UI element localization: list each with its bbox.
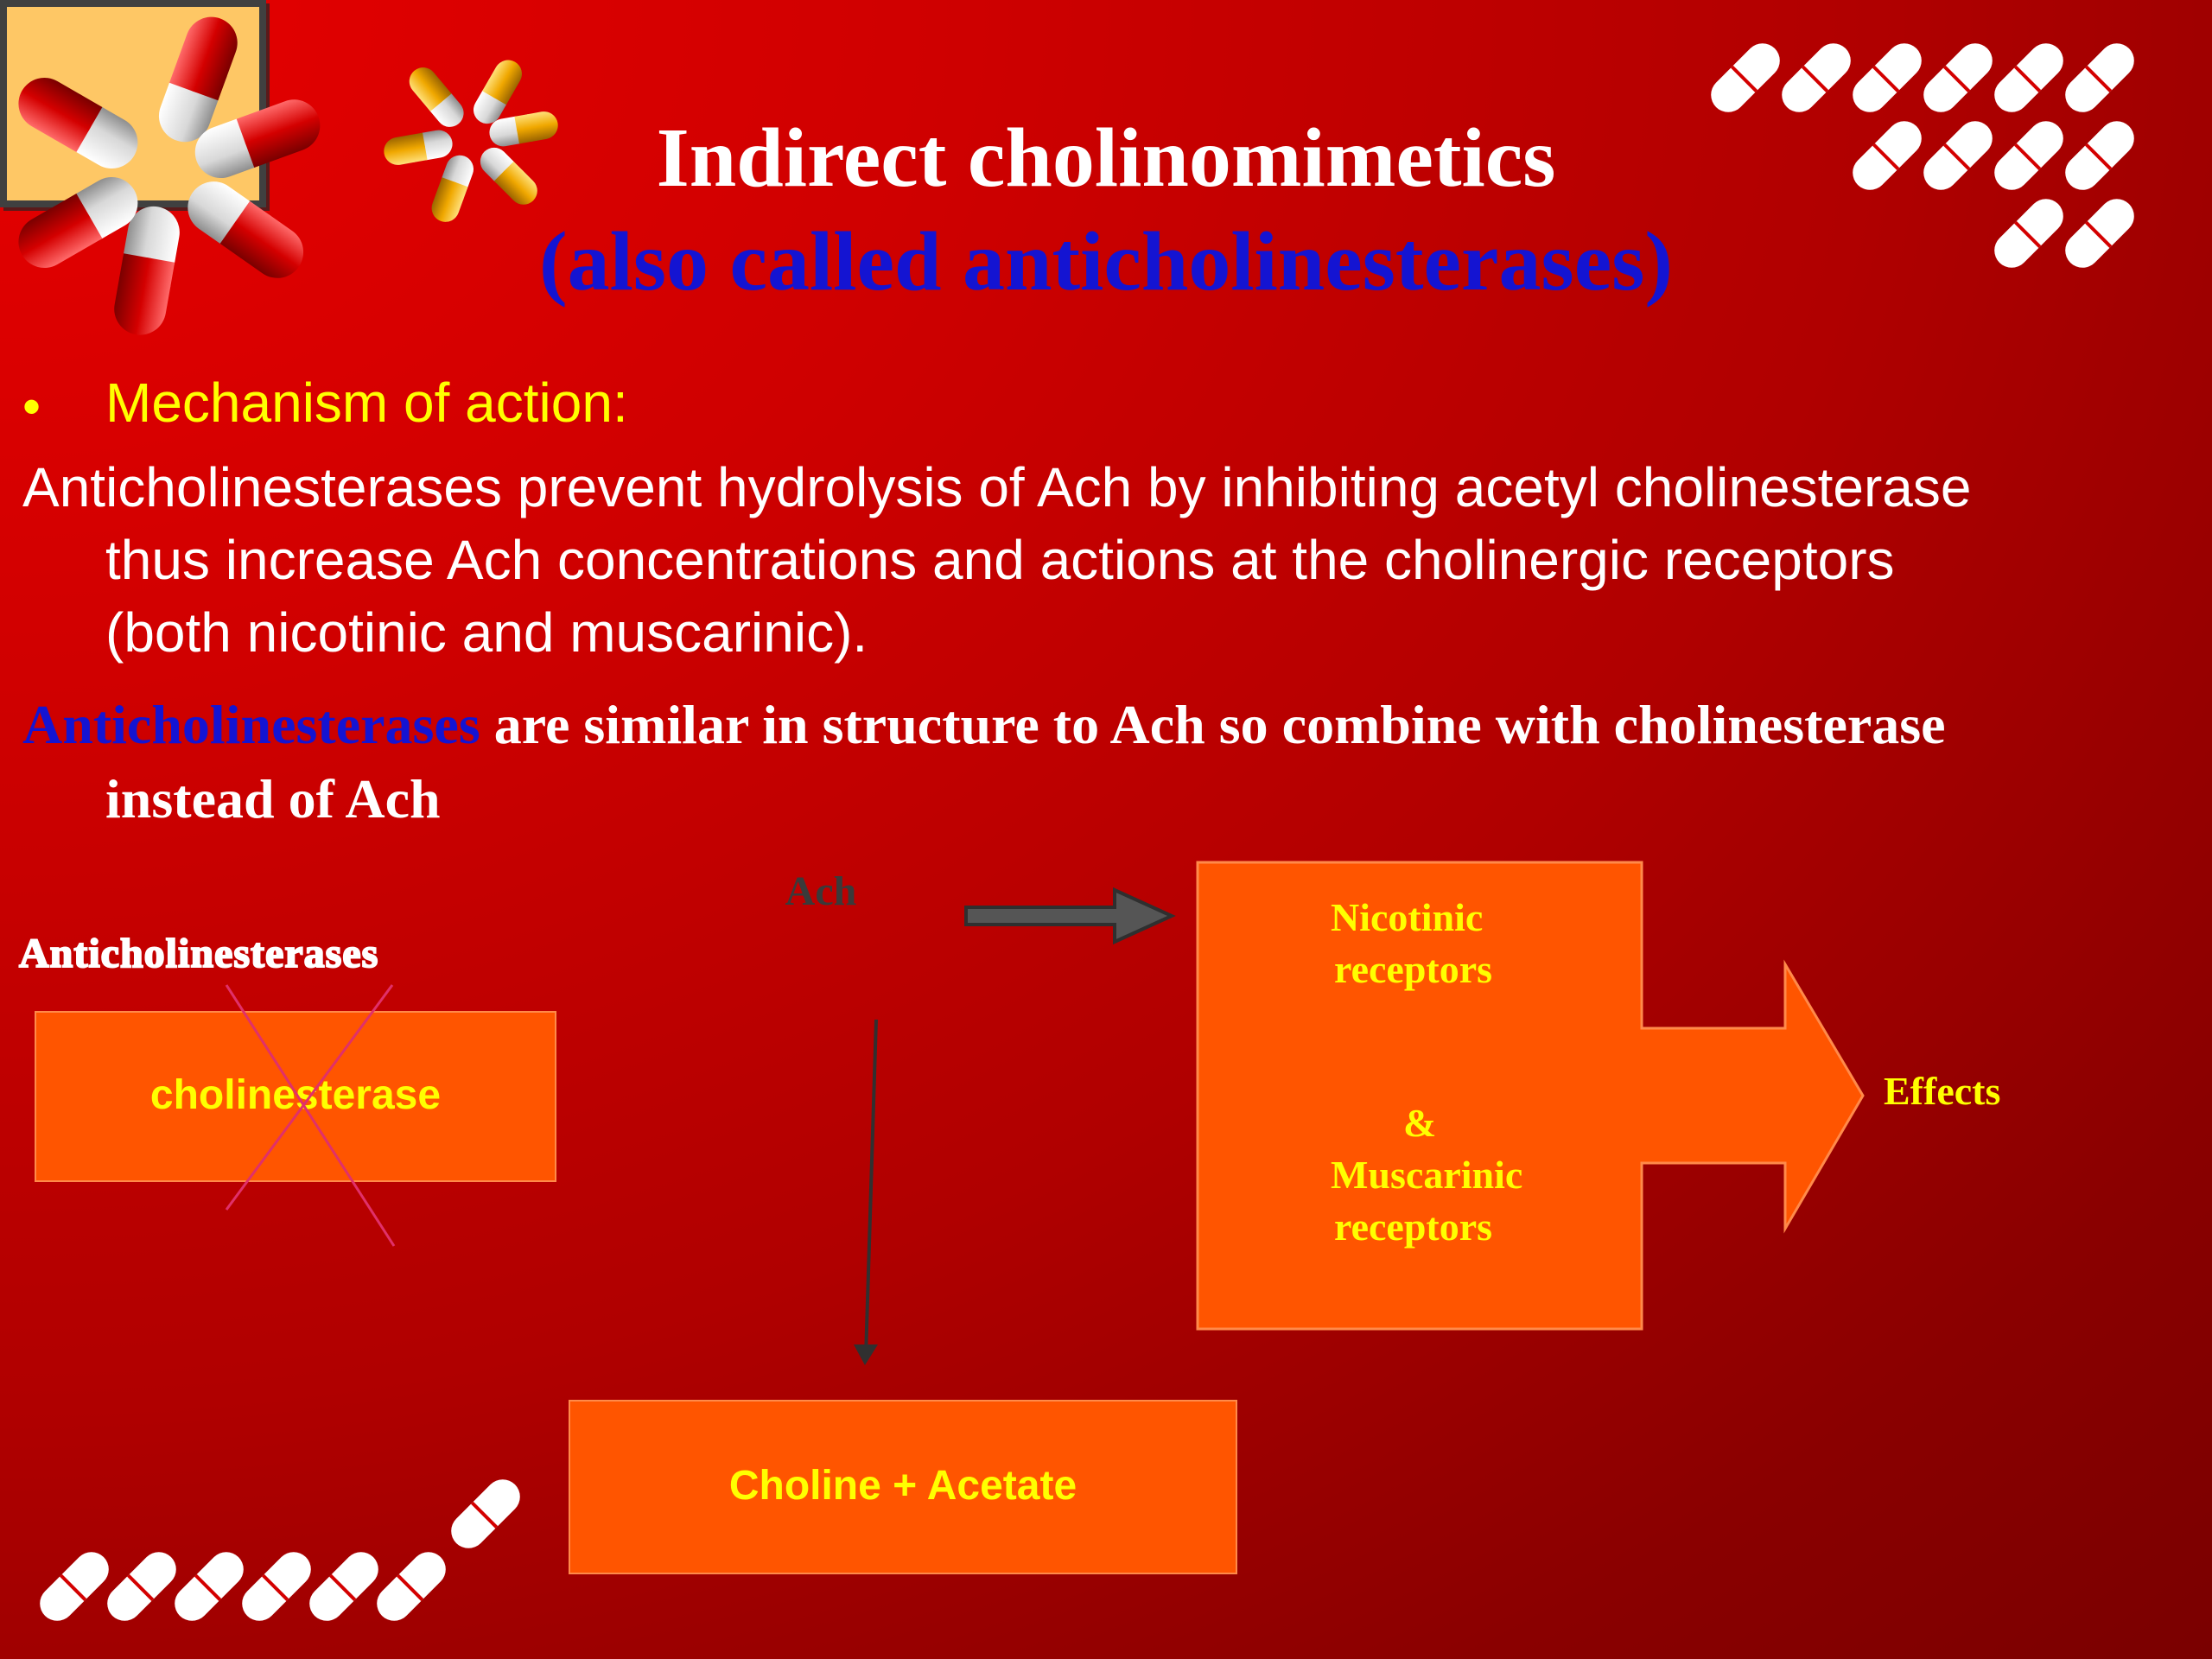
structure-line-1-rest: are similar in structure to Ach so combi… (480, 694, 1946, 755)
mechanism-paragraph: Anticholinesterases prevent hydrolysis o… (22, 451, 2183, 669)
structure-line-1: Anticholinesterases are similar in struc… (22, 688, 2183, 762)
ach-to-receptors-arrow (964, 887, 1176, 945)
effects-label: Effects (1884, 1069, 2001, 1113)
receptor-label-muscarinic: Muscarinic (1331, 1153, 1523, 1197)
ach-to-choline-line (864, 1019, 878, 1357)
mechanism-line-1: Anticholinesterases prevent hydrolysis o… (22, 456, 1972, 518)
receptor-label-nicotinic: Nicotinic (1331, 895, 1484, 939)
cholinesterase-label: cholinesterase (149, 1072, 442, 1118)
mechanism-line-2: thus increase Ach concentrations and act… (105, 529, 1895, 591)
inhibition-cross (225, 984, 396, 1247)
structure-paragraph: Anticholinesterases are similar in struc… (22, 688, 2183, 836)
mechanism-line-3: (both nicotinic and muscarinic). (105, 601, 868, 664)
structure-line-2: instead of Ach (105, 768, 441, 830)
bullet-heading: Mechanism of action: (105, 372, 628, 434)
anticholinesterases-label: Anticholinesterases (18, 930, 379, 977)
slide-title: Indirect cholinomimetics (656, 111, 1556, 205)
receptor-label-receptors-1: receptors (1334, 947, 1493, 991)
ach-label: Ach (785, 868, 857, 914)
choline-acetate-label: Choline + Acetate (728, 1463, 1077, 1509)
slide-subtitle: (also called anticholinesterases) (539, 215, 1673, 308)
receptor-label-receptors-2: receptors (1334, 1205, 1493, 1249)
cholinesterase-box (35, 1011, 556, 1182)
anticholinesterases-highlight: Anticholinesterases (22, 694, 480, 755)
choline-acetate-box (569, 1400, 1237, 1574)
receptor-label-ampersand: & (1403, 1101, 1437, 1145)
receptors-effects-arrow (1196, 861, 1865, 1331)
bullet-marker: • (22, 378, 41, 435)
ach-to-choline-arrowhead (854, 1344, 878, 1365)
